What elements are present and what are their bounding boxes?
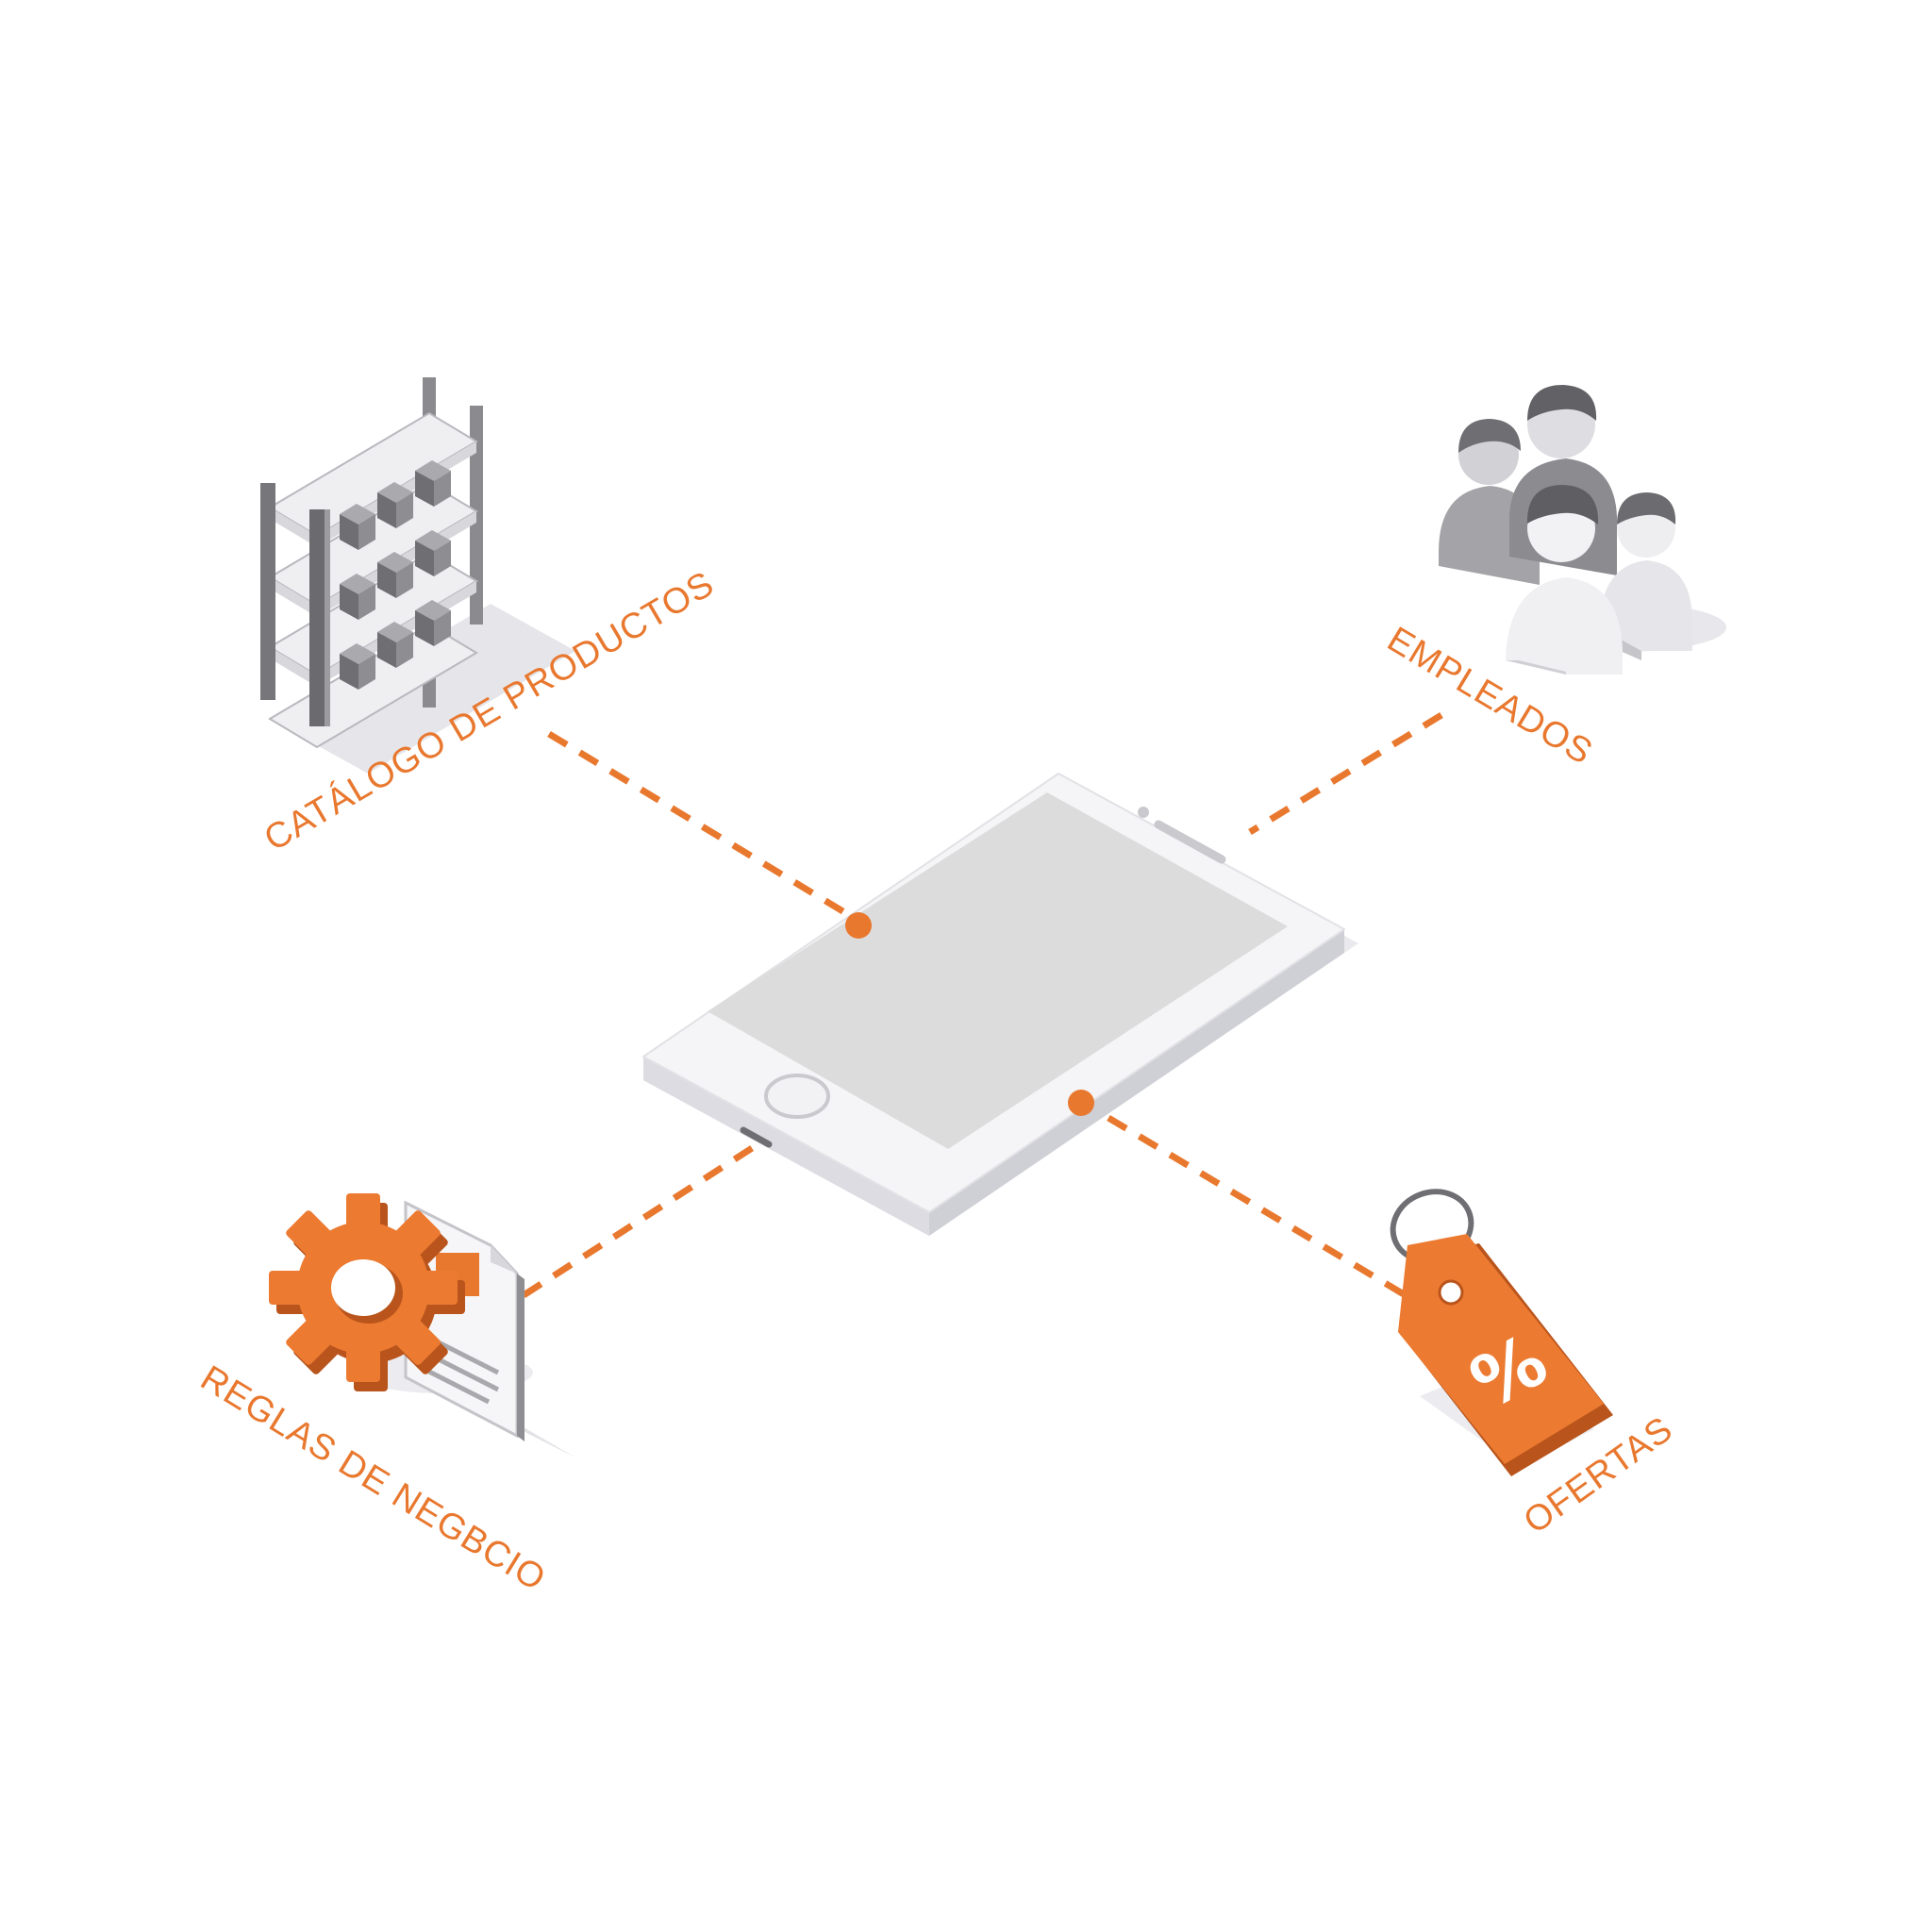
people-icon	[1439, 385, 1726, 675]
phone-screen	[708, 792, 1288, 1149]
person-front-center	[1506, 485, 1623, 675]
connector-rules	[522, 1139, 764, 1298]
connector-offers	[1107, 1114, 1406, 1298]
gear-document-icon	[269, 1193, 575, 1457]
connectors	[522, 712, 1443, 1298]
connector-catalog	[547, 731, 851, 918]
home-button	[764, 1074, 830, 1119]
connection-dot-top	[845, 912, 872, 939]
phone-speaker	[1154, 820, 1226, 864]
connection-dot-bottom	[1068, 1090, 1094, 1116]
charging-port	[740, 1126, 773, 1148]
document-icon	[404, 1200, 525, 1441]
shelf-boxes	[340, 460, 451, 690]
price-tag-icon: %	[1390, 1189, 1613, 1476]
gear-icon	[269, 1193, 465, 1391]
connector-employees	[1248, 712, 1443, 835]
shelf-icon	[260, 377, 575, 774]
smartphone-icon	[642, 773, 1358, 1236]
phone-camera	[1138, 807, 1149, 818]
